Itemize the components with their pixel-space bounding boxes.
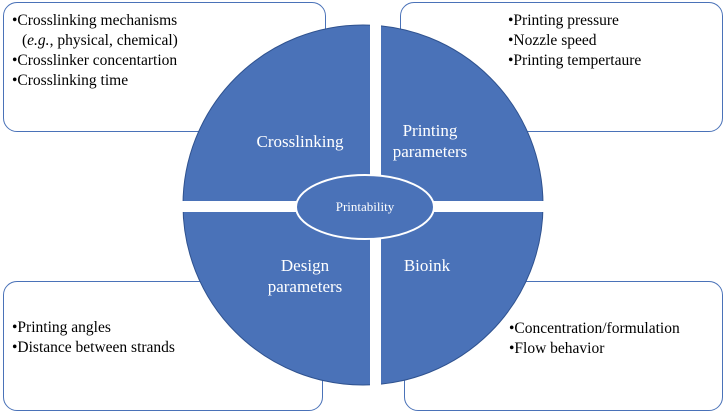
list-item: •Crosslinking time [12, 72, 129, 89]
list-item: •Flow behavior [509, 340, 605, 357]
design-parameters-list: •Printing angles •Distance between stran… [12, 318, 175, 358]
quadrant-label-line: Crosslinking [256, 132, 344, 151]
list-item: •Printing tempertaure [508, 52, 642, 69]
quadrant-label-line: Design [280, 256, 330, 275]
center-ellipse [295, 174, 435, 240]
list-item: •Crosslinking mechanisms [12, 12, 178, 29]
quadrant-label-line: parameters [267, 277, 343, 296]
quadrant-label-line: Printing [402, 121, 458, 140]
center-label-printability: Printability [335, 199, 395, 214]
bioink-factors-list: •Concentration/formulation •Flow behavio… [509, 319, 680, 359]
list-item: •Printing angles [12, 319, 111, 336]
list-item: •Crosslinker concentartion [12, 52, 178, 69]
quadrant-label-design-parameters: Design parameters [250, 255, 360, 297]
crosslinking-factors-list: •Crosslinking mechanisms (e.g., physical… [12, 11, 178, 91]
quadrant-label-line: Bioink [403, 256, 451, 275]
list-item: •Distance between strands [12, 339, 175, 356]
quadrant-label-bioink: Bioink [387, 255, 467, 276]
quadrant-label-crosslinking: Crosslinking [230, 131, 370, 152]
quadrant-label-line: parameters [392, 142, 468, 161]
list-item: •Nozzle speed [508, 32, 597, 49]
quadrant-label-printing-parameters: Printing parameters [370, 120, 490, 162]
printing-parameters-list: •Printing pressure •Nozzle speed •Printi… [508, 11, 641, 71]
list-item: •Concentration/formulation [509, 320, 680, 337]
list-item: (e.g., physical, chemical) [22, 32, 178, 49]
list-item: •Printing pressure [508, 12, 619, 29]
